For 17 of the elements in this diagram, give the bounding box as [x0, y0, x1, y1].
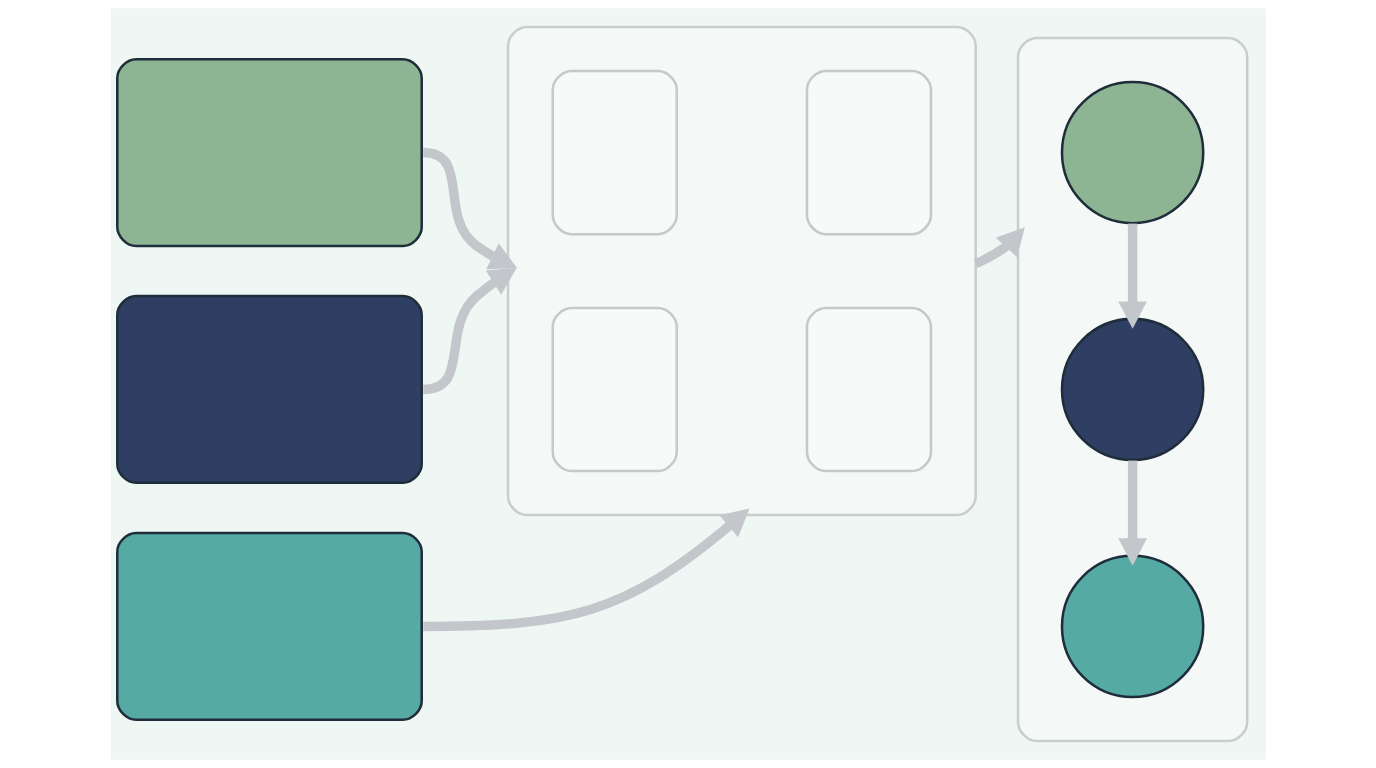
arrow: [973, 227, 1025, 269]
cluster: [1016, 36, 1248, 743]
arrow: [1117, 223, 1147, 329]
node-circle: [1060, 80, 1204, 225]
node-box: [115, 57, 423, 248]
node-box: [115, 531, 423, 722]
node-box: [551, 306, 678, 473]
node-box: [551, 69, 678, 236]
arrow: [1117, 460, 1147, 566]
node-circle: [1060, 554, 1204, 699]
arrow: [422, 147, 517, 270]
node-box: [115, 294, 423, 485]
node-box: [805, 69, 932, 236]
node-box: [805, 306, 932, 473]
arrow: [422, 267, 517, 395]
node-circle: [1060, 317, 1204, 462]
arrow: [422, 508, 750, 632]
